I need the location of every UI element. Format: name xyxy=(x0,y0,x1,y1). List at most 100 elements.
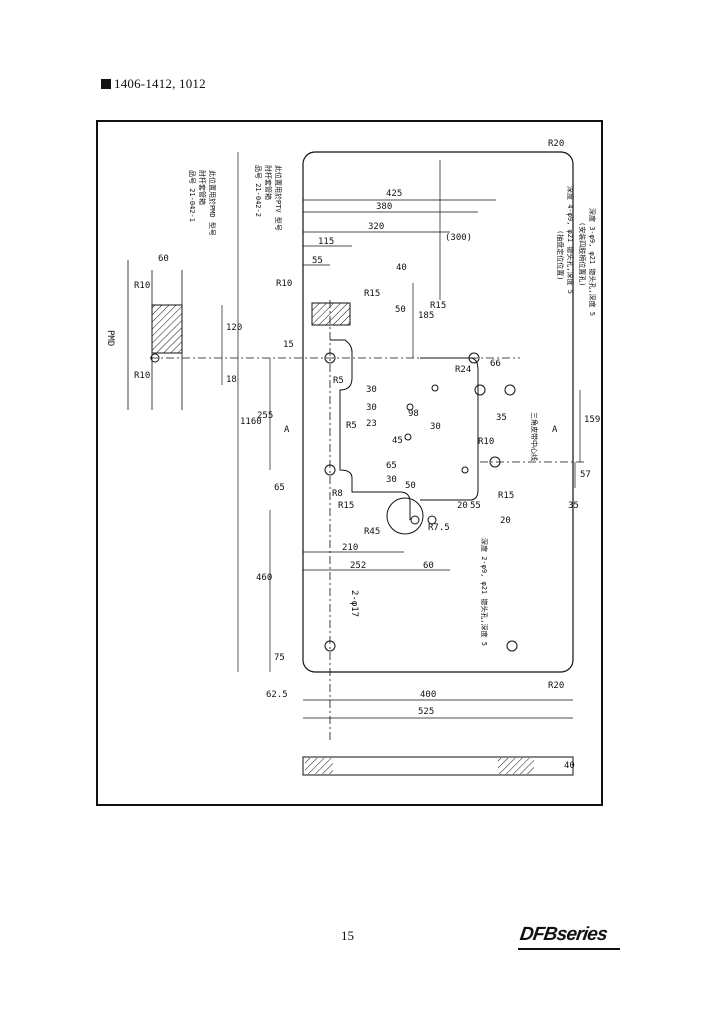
dim-bolt-span: 400 xyxy=(420,690,436,700)
hole xyxy=(324,464,336,476)
radius-r10d: R10 xyxy=(134,371,150,381)
side-note-b-line2: 肘杆套管箱 xyxy=(264,165,273,200)
radius-r8: R8 xyxy=(332,489,343,499)
hole xyxy=(504,384,516,396)
dim-30d: 30 xyxy=(386,475,397,485)
dim-45: 45 xyxy=(392,436,403,446)
dim-50b: 50 xyxy=(405,481,416,491)
side-note-a-line2: 肘杆套管箱 xyxy=(198,170,207,205)
dim-20b: 20 xyxy=(500,516,511,526)
hole xyxy=(506,640,518,652)
radius-r10a: R10 xyxy=(134,281,150,291)
radius-r75: R7.5 xyxy=(428,523,450,533)
drawing-frame xyxy=(96,120,603,806)
side-section-hatch-right xyxy=(498,758,534,774)
radius-r20a: R20 xyxy=(548,139,564,149)
radius-r15c: R15 xyxy=(338,501,354,511)
dim-40: 40 xyxy=(396,263,407,273)
radius-r10c: R10 xyxy=(478,437,494,447)
dim-65b: 65 xyxy=(386,461,397,471)
dim-300: (300) xyxy=(445,233,472,243)
hatched-block-left xyxy=(151,304,183,354)
radius-r5a: R5 xyxy=(333,376,344,386)
hole-note: 2-φ17 xyxy=(349,590,359,617)
brand-underline xyxy=(518,948,620,950)
hole xyxy=(461,466,469,474)
section-marker-a1: A xyxy=(284,425,290,435)
cutout-arc xyxy=(386,497,424,535)
radius-r15d: R15 xyxy=(498,491,514,501)
radius-r45: R45 xyxy=(364,527,380,537)
radius-r10b: R10 xyxy=(276,279,292,289)
dim-50: 50 xyxy=(395,305,406,315)
right-note-5: 三角皮带中心线 xyxy=(530,412,539,461)
hatched-block-upper xyxy=(311,302,351,326)
dim-55b: 55 xyxy=(470,501,481,511)
hole xyxy=(468,352,480,364)
dim-380: 380 xyxy=(376,202,392,212)
hole xyxy=(150,353,160,363)
dim-425: 425 xyxy=(386,189,402,199)
dim-115: 115 xyxy=(318,237,334,247)
side-note-a-line3: 品号 21-042-1 xyxy=(188,170,196,222)
dim-460: 460 xyxy=(256,573,272,583)
cutout-outline xyxy=(330,339,479,520)
hole xyxy=(324,352,336,364)
black-square-icon xyxy=(101,79,111,89)
dim-35b: 35 xyxy=(568,501,579,511)
right-note-3: 深度 4-φ9, φ21 锪头孔,深度 5 xyxy=(566,186,575,294)
dim-overall-width: 525 xyxy=(418,707,434,717)
section-label-pmd: PMD xyxy=(105,330,115,346)
hole xyxy=(427,515,437,525)
dim-1160: 1160 xyxy=(240,417,262,427)
dim-159: 159 xyxy=(584,415,600,425)
hole xyxy=(489,456,501,468)
left-elevation xyxy=(127,260,183,410)
radius-r15b: R15 xyxy=(430,301,446,311)
dim-23: 23 xyxy=(366,419,377,429)
side-section-hatch-left xyxy=(305,758,333,774)
radius-r5b: R5 xyxy=(346,421,357,431)
radius-r24: R24 xyxy=(455,365,471,375)
right-note-1: 深度 3-φ9, φ21 锪头孔,深度 5 xyxy=(588,208,597,316)
dim-30b: 30 xyxy=(366,403,377,413)
side-note-a-line1: 此位置用於PMD 型号 xyxy=(208,170,217,236)
hole xyxy=(324,640,336,652)
radius-r20b: R20 xyxy=(548,681,564,691)
dim-120: 120 xyxy=(226,323,242,333)
document-header: 1406-1412, 1012 xyxy=(101,76,206,92)
dim-65: 65 xyxy=(274,483,285,493)
dim-60: 60 xyxy=(158,254,169,264)
dim-20: 20 xyxy=(457,501,468,511)
hole xyxy=(474,384,486,396)
dim-98: 98 xyxy=(408,409,419,419)
dim-60b: 60 xyxy=(423,561,434,571)
right-note-2: (安装四肢柄位置孔) xyxy=(578,222,587,286)
dim-185: 185 xyxy=(418,311,434,321)
dim-18: 18 xyxy=(226,375,237,385)
dim-30c: 30 xyxy=(430,422,441,432)
side-section xyxy=(302,756,574,776)
hole xyxy=(404,433,412,441)
dim-thickness: 40 xyxy=(564,761,575,771)
dim-35: 35 xyxy=(496,413,507,423)
brand-logo: DFBseries xyxy=(518,924,609,945)
dim-edge-offset: 62.5 xyxy=(266,690,288,700)
dim-320: 320 xyxy=(368,222,384,232)
dim-210: 210 xyxy=(342,543,358,553)
page-number: 15 xyxy=(341,928,354,943)
right-note-6: 深度 2-φ9, φ21 锪头孔,深度 5 xyxy=(480,538,489,646)
dim-252: 252 xyxy=(350,561,366,571)
header-title: 1406-1412, 1012 xyxy=(114,76,206,91)
dim-15: 15 xyxy=(283,340,294,350)
side-note-b-line3: 品号 21-042-2 xyxy=(254,165,262,217)
hole xyxy=(410,515,420,525)
dim-55: 55 xyxy=(312,256,323,266)
hole xyxy=(406,403,414,411)
plate-outline xyxy=(302,151,574,673)
dim-66: 66 xyxy=(490,359,501,369)
side-note-b-line1: 此位置用於PTV 型号 xyxy=(274,165,283,231)
dim-255: 255 xyxy=(257,411,273,421)
right-note-4: (抽盘定位位置) xyxy=(556,230,565,280)
